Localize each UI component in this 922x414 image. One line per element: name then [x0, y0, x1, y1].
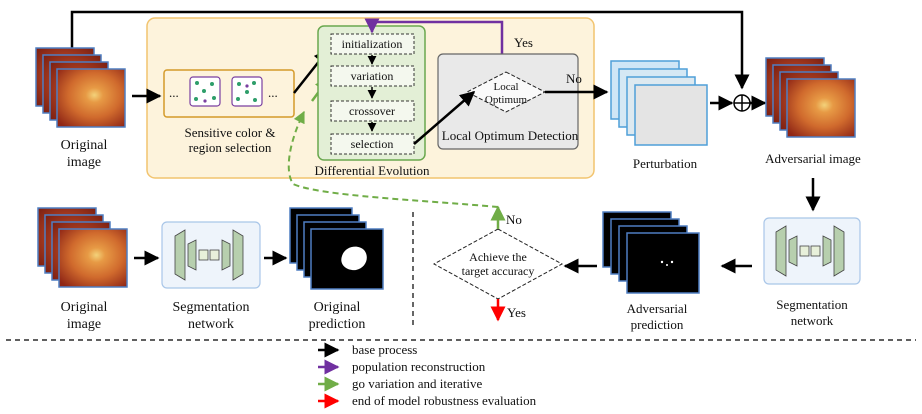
arrow-selection-to-lod	[413, 91, 476, 145]
adversarial-image-label: Adversarial image	[765, 151, 861, 166]
svg-text:initialization: initialization	[342, 37, 403, 51]
local-optimum-label-1: Local	[493, 81, 518, 93]
segmentation-network-left	[161, 221, 261, 289]
arrow-green-dashed-loop	[287, 110, 499, 208]
original-image-stack-top	[35, 47, 126, 128]
legend: base process population reconstruction g…	[318, 342, 537, 409]
svg-text:variation: variation	[351, 69, 394, 83]
dots-patch-left	[189, 76, 221, 107]
segmentation-network-right	[763, 217, 861, 285]
segnet-right-label-1: Segmentation	[776, 297, 848, 312]
adversarial-image-stack	[765, 57, 856, 138]
ellipsis-left: ...	[169, 85, 179, 100]
legend-label-population: population reconstruction	[352, 359, 486, 374]
sensitive-selection-box	[163, 69, 295, 118]
no-achieve-label: No	[506, 212, 522, 227]
arrow-purple-reconstruction	[364, 18, 504, 72]
top-feedback-line	[70, 10, 750, 90]
svg-text:crossover: crossover	[349, 104, 395, 118]
sensitive-label-2: region selection	[189, 140, 272, 155]
perturbation-label: Perturbation	[633, 156, 698, 171]
segnet-left-label-1: Segmentation	[173, 300, 250, 315]
achieve-label-2: target accuracy	[462, 264, 535, 278]
ellipsis-right: ...	[268, 85, 278, 100]
de-step-initialization: initialization	[330, 33, 415, 55]
original-image-bottom-label-1: Original	[61, 300, 108, 315]
lod-label: Local Optimum Detection	[442, 128, 579, 143]
legend-label-end: end of model robustness evaluation	[352, 393, 537, 408]
dots-patch-right	[231, 76, 263, 107]
adversarial-prediction-stack	[602, 211, 700, 294]
segnet-right-label-2: network	[791, 313, 834, 328]
segnet-left-label-2: network	[188, 317, 234, 332]
legend-label-variation: go variation and iterative	[352, 376, 483, 391]
original-image-stack-bottom	[37, 207, 128, 288]
de-label: Differential Evolution	[315, 163, 430, 178]
sum-operator	[733, 94, 751, 112]
perturbation-stack	[610, 60, 708, 146]
orig-prediction-label-2: prediction	[309, 317, 366, 332]
adv-prediction-label-2: prediction	[631, 317, 684, 332]
legend-label-base: base process	[352, 342, 417, 357]
original-image-top-label-2: image	[67, 155, 101, 170]
original-image-bottom-label-2: image	[67, 317, 101, 332]
achieve-label-1: Achieve the	[469, 250, 527, 264]
de-step-selection: selection	[330, 133, 415, 155]
local-optimum-diamond	[465, 71, 547, 113]
local-optimum-label-2: Optimum	[485, 94, 528, 106]
yes-top-label: Yes	[514, 35, 533, 50]
original-prediction-stack	[289, 207, 384, 290]
yes-bottom-label: Yes	[507, 305, 526, 320]
adv-prediction-label-1: Adversarial	[627, 301, 688, 316]
original-image-top-label-1: Original	[61, 138, 108, 153]
de-step-variation: variation	[330, 65, 415, 87]
de-step-crossover: crossover	[330, 100, 415, 122]
no-right-label: No	[566, 71, 582, 86]
svg-text:selection: selection	[351, 137, 394, 151]
sensitive-label-1: Sensitive color &	[185, 125, 276, 140]
orig-prediction-label-1: Original	[314, 300, 361, 315]
